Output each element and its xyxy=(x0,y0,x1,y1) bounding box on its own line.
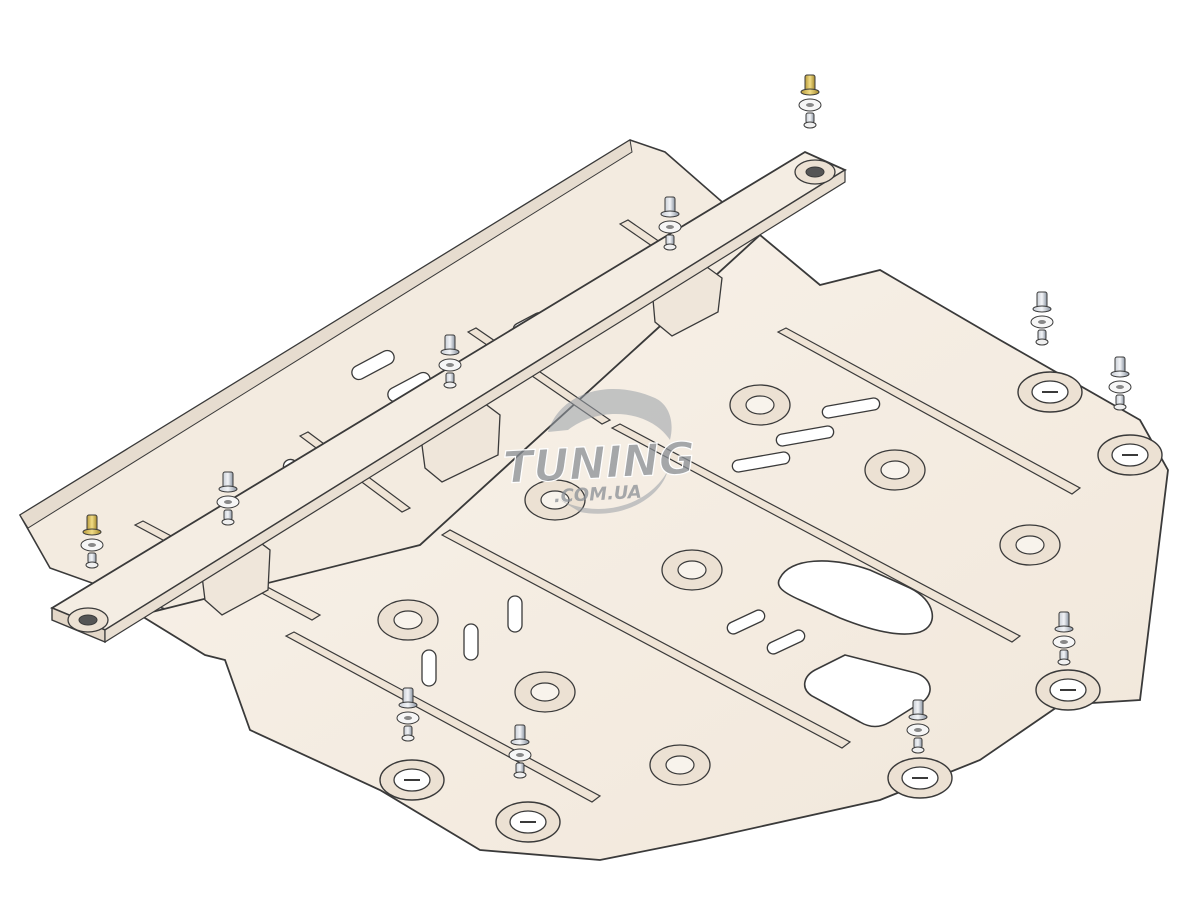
dimple xyxy=(729,384,791,426)
bolt-flange-icon xyxy=(440,348,460,356)
slot xyxy=(507,595,523,633)
lock-washer-icon xyxy=(803,121,817,129)
rib-1 xyxy=(776,327,1082,495)
mounting-boss xyxy=(887,757,953,799)
bolt-flange-icon xyxy=(510,738,530,746)
lock-washer-icon xyxy=(85,561,99,569)
slot xyxy=(731,451,791,473)
bolt-flange-icon xyxy=(1032,305,1052,313)
slot xyxy=(421,649,437,687)
dimple xyxy=(649,744,711,786)
cross-bar-end-hole xyxy=(794,159,836,185)
bolt-flange-icon xyxy=(218,485,238,493)
drain-cutout xyxy=(803,654,931,728)
mounting-boss xyxy=(495,801,561,843)
dimple xyxy=(514,671,576,713)
bolt-stack xyxy=(508,724,532,779)
rib-3 xyxy=(440,529,852,749)
oval-cutout xyxy=(777,560,934,635)
dimple xyxy=(999,524,1061,566)
watermark-swoosh xyxy=(548,388,672,440)
cross-bar-underside xyxy=(104,168,846,644)
fasteners xyxy=(80,74,1132,779)
bolt-flange-icon xyxy=(660,210,680,218)
bolt-flange-icon xyxy=(1054,625,1074,633)
lock-washer-icon xyxy=(221,518,235,526)
bolt-flange-icon xyxy=(908,713,928,721)
lock-washer-icon xyxy=(663,243,677,251)
upper-flange-edge xyxy=(19,139,633,529)
slot xyxy=(775,425,835,447)
bolt-flange-icon xyxy=(82,528,102,536)
bolt-stack xyxy=(1030,291,1054,346)
watermark-domain: .COM.UA xyxy=(553,482,642,508)
bolt-stack xyxy=(216,471,240,526)
dimple xyxy=(524,479,586,521)
mounting-bosses xyxy=(379,371,1163,843)
lock-washer-icon xyxy=(401,734,415,742)
lock-washer-icon xyxy=(513,771,527,779)
washer-hole xyxy=(914,728,922,732)
lock-washer-icon xyxy=(1057,658,1071,666)
washer-hole xyxy=(516,753,524,757)
slot xyxy=(821,397,881,419)
slot xyxy=(766,629,806,655)
rib-2 xyxy=(610,423,1022,643)
bolt-stack xyxy=(906,699,930,754)
stamped-dimples xyxy=(377,384,1061,786)
mounting-boss xyxy=(1035,669,1101,711)
bolt-flange-icon xyxy=(1110,370,1130,378)
dimple xyxy=(377,599,439,641)
washer-hole xyxy=(404,716,412,720)
washer-hole xyxy=(88,543,96,547)
bolt-stack xyxy=(658,196,682,251)
mounting-boss xyxy=(1017,371,1083,413)
bolt-flange-icon xyxy=(398,701,418,709)
washer-hole xyxy=(806,103,814,107)
dimple xyxy=(864,449,926,491)
watermark-brand: TUNING xyxy=(502,433,696,494)
washer-hole xyxy=(666,225,674,229)
washer-hole xyxy=(224,500,232,504)
slot xyxy=(726,609,766,635)
dimple xyxy=(661,549,723,591)
bolt-stack xyxy=(1052,611,1076,666)
washer-hole xyxy=(446,363,454,367)
bolt-stack xyxy=(1108,356,1132,411)
lock-washer-icon xyxy=(1035,338,1049,346)
slot xyxy=(351,349,395,381)
bolt-stack xyxy=(438,334,462,389)
cross-bar xyxy=(50,150,847,644)
tuning-logo-icon xyxy=(548,388,672,514)
mounting-boss xyxy=(1097,434,1163,476)
bolt-flange-icon xyxy=(800,88,820,96)
bolt-stack xyxy=(396,687,420,742)
cross-bar-end-hole xyxy=(67,607,109,633)
slot xyxy=(463,623,479,661)
washer-hole xyxy=(1060,640,1068,644)
mounting-boss xyxy=(379,759,445,801)
washer-hole xyxy=(1116,385,1124,389)
lock-washer-icon xyxy=(443,381,457,389)
lock-washer-icon xyxy=(1113,403,1127,411)
bolt-stack xyxy=(80,514,104,569)
bolt-stack xyxy=(798,74,822,129)
washer-hole xyxy=(1038,320,1046,324)
lock-washer-icon xyxy=(911,746,925,754)
